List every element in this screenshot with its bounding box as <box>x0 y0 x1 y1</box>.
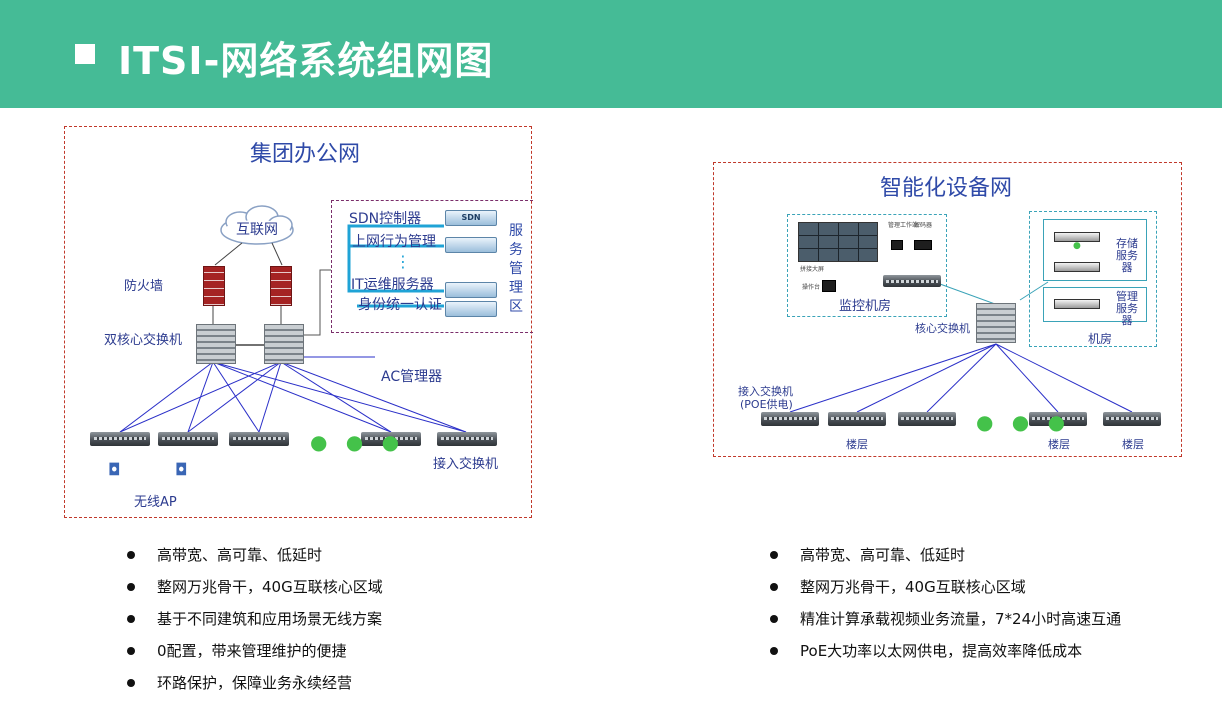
access-switch-icon <box>158 432 218 446</box>
machine-room-box <box>1029 211 1157 347</box>
feature-item: 0配置，带来管理维护的便捷 <box>127 640 383 672</box>
server-icon <box>445 282 497 298</box>
mgmt-server-box <box>1043 287 1147 322</box>
ac-manager-label: AC管理器 <box>381 369 443 385</box>
storage-server-box <box>1043 219 1147 281</box>
storage-rack-icon <box>1054 232 1100 242</box>
feature-item: PoE大功率以太网供电，提高效率降低成本 <box>770 640 1121 672</box>
video-wall-icon <box>798 222 878 262</box>
sdn-controller-label: SDN控制器 <box>349 211 422 227</box>
wireless-ap-icon: ◘ <box>108 460 121 479</box>
video-wall-label: 拼接大屏 <box>800 266 825 273</box>
decoder-label: 解码器 <box>914 222 933 229</box>
access-switch-icon <box>90 432 150 446</box>
office-network-features: 高带宽、高可靠、低延时 整网万兆骨干，40G互联核心区域 基于不同建筑和应用场景… <box>127 544 383 703</box>
title-bullet-icon <box>75 44 95 64</box>
internet-label: 互联网 <box>236 222 278 238</box>
smart-device-network-panel <box>713 162 1182 457</box>
service-area-box <box>331 200 533 333</box>
smart-network-features: 高带宽、高可靠、低延时 整网万兆骨干，40G互联核心区域 精准计算承载视频业务流… <box>770 544 1121 672</box>
floor-label: 楼层 <box>1122 438 1144 451</box>
mgmt-server-label: 管理服务器 <box>1116 290 1138 327</box>
office-network-title: 集团办公网 <box>250 142 361 167</box>
it-ops-server-label: IT运维服务器 <box>351 277 434 293</box>
smart-device-network-title: 智能化设备网 <box>880 176 1013 201</box>
server-icon <box>445 237 497 253</box>
storage-dots: ● <box>1073 241 1087 251</box>
feature-item: 高带宽、高可靠、低延时 <box>770 544 1121 576</box>
core-switch-icon <box>976 303 1016 343</box>
machine-room-label: 机房 <box>1088 332 1113 346</box>
workstation-icon <box>891 240 903 250</box>
firewall-label: 防火墙 <box>124 279 164 294</box>
more-services-dots: ⋮ <box>395 252 411 271</box>
floor-switch-icon <box>1029 412 1087 426</box>
core-switch-icon <box>196 324 236 364</box>
poe-label: (POE供电) <box>740 398 793 411</box>
mgmt-rack-icon <box>1054 299 1100 309</box>
internet-cloud-icon <box>220 205 294 245</box>
storage-rack-icon <box>1054 262 1100 272</box>
page-title: ITSI-网络系统组网图 <box>118 39 494 83</box>
access-switch-icon <box>437 432 497 446</box>
floor-switch-icon <box>898 412 956 426</box>
access-switch-icon <box>229 432 289 446</box>
header-bar: ITSI-网络系统组网图 <box>0 0 1222 108</box>
feature-item: 整网万兆骨干，40G互联核心区域 <box>127 576 383 608</box>
feature-item: 整网万兆骨干，40G互联核心区域 <box>770 576 1121 608</box>
monitor-room-label: 监控机房 <box>839 299 892 314</box>
feature-item: 精准计算承载视频业务流量，7*24小时高速互通 <box>770 608 1121 640</box>
access-switch-label: 接入交换机 <box>738 385 793 398</box>
core-switch-label: 核心交换机 <box>915 322 970 335</box>
floor-switch-icon <box>828 412 886 426</box>
office-network-panel <box>64 126 532 518</box>
identity-auth-label: 身份统一认证 <box>358 297 442 313</box>
firewall-icon <box>203 266 225 306</box>
monitor-switch-icon <box>883 275 941 287</box>
more-floor-switches-dots: ● ● ● <box>976 410 1072 434</box>
wireless-ap-label: 无线AP <box>134 495 177 510</box>
core-switch-label: 双核心交换机 <box>104 333 183 348</box>
storage-server-label: 存储服务器 <box>1116 237 1138 274</box>
access-switch-label: 接入交换机 <box>433 457 499 472</box>
decoder-icon <box>914 240 932 250</box>
server-icon <box>445 301 497 317</box>
service-area-label: 服务管理区 <box>509 223 523 315</box>
console-icon <box>822 280 836 292</box>
sdn-server-icon: SDN <box>445 210 497 226</box>
feature-item: 环路保护，保障业务永续经营 <box>127 672 383 703</box>
feature-item: 高带宽、高可靠、低延时 <box>127 544 383 576</box>
wireless-ap-icon: ◘ <box>175 460 188 479</box>
access-switch-icon <box>361 432 421 446</box>
floor-label: 楼层 <box>1048 438 1070 451</box>
workstation-label: 管理工作站 <box>888 222 919 229</box>
floor-label: 楼层 <box>846 438 868 451</box>
console-label: 操作台 <box>802 284 821 291</box>
monitor-room-box <box>787 214 947 317</box>
behavior-mgmt-label: 上网行为管理 <box>352 234 436 250</box>
core-switch-icon <box>264 324 304 364</box>
more-switches-dots: ● ● ● <box>310 430 406 454</box>
floor-switch-icon <box>1103 412 1161 426</box>
firewall-icon <box>270 266 292 306</box>
floor-switch-icon <box>761 412 819 426</box>
feature-item: 基于不同建筑和应用场景无线方案 <box>127 608 383 640</box>
